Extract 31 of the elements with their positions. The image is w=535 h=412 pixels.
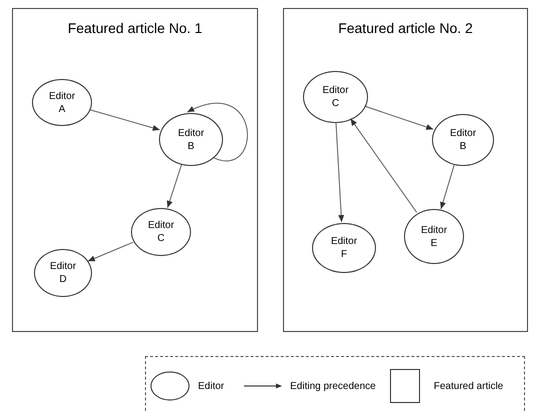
- editor-ellipse: [131, 208, 191, 256]
- editor-ellipse: [432, 114, 494, 166]
- article-panel: [12, 8, 258, 332]
- panel-title: Featured article No. 2: [337, 19, 474, 38]
- arrow: [87, 242, 134, 262]
- editor-ellipse: [32, 79, 92, 126]
- arrow: [166, 164, 182, 208]
- legend-label: Featured article: [434, 380, 504, 394]
- legend-label: Editing precedence: [290, 380, 376, 394]
- arrow: [88, 109, 160, 131]
- editor-ellipse: [34, 249, 92, 297]
- editor-label: Editor A: [48, 90, 76, 116]
- editor-ellipse: [159, 113, 223, 166]
- arrow: [440, 164, 455, 210]
- legend-label: Editor: [198, 380, 224, 394]
- editor-ellipse: [303, 71, 368, 123]
- arrow: [364, 106, 434, 130]
- editor-ellipse: [312, 223, 376, 273]
- editor-label: Editor B: [176, 126, 206, 152]
- editor-label: Editor C: [146, 219, 176, 245]
- editor-label: Editor C: [321, 84, 350, 110]
- arrow: [186, 102, 248, 162]
- editor-ellipse: [404, 209, 464, 264]
- editor-label: Editor B: [448, 127, 478, 153]
- arrow: [336, 122, 344, 222]
- editor-label: Editor D: [48, 260, 78, 286]
- article-panel: [283, 8, 528, 332]
- panel-title: Featured article No. 1: [66, 19, 204, 38]
- editor-label: Editor F: [330, 235, 358, 261]
- arrow: [350, 118, 418, 213]
- editor-label: Editor E: [420, 224, 448, 250]
